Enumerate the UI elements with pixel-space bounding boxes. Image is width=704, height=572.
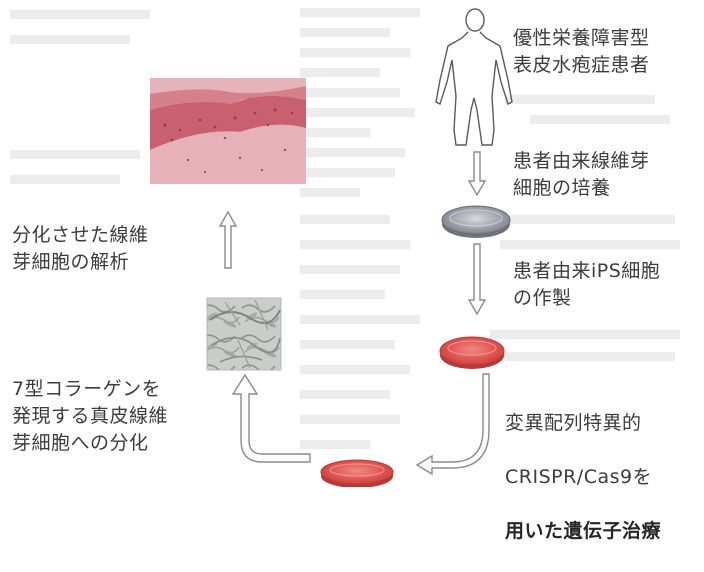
arrow-fibroblasts-to-tissue [220,212,236,268]
arrow-patient-to-culture [469,152,485,195]
edited-petri-dish-icon [321,460,393,487]
culture-petri-dish-icon [442,206,510,238]
label-fibroblast-culture: 患者由来線維芽 細胞の培養 [513,148,650,202]
label-patient: 優性栄養障害型 表皮水疱症患者 [513,25,650,79]
human-figure-icon [436,9,512,145]
arrow-edited-to-fibroblasts [233,375,310,462]
ips-petri-dish-icon [440,337,504,369]
label-fibroblast-analysis: 分化させた線維 芽細胞の解析 [12,222,149,276]
skin-tissue-section-image [150,78,306,184]
label-gene-therapy-line1: 変異配列特異的 [505,410,661,437]
label-differentiation: 7型コラーゲンを 発現する真皮線維 芽細胞への分化 [12,376,168,457]
label-gene-therapy-line3: 用いた遺伝子治療 [505,518,661,545]
label-gene-therapy: 変異配列特異的 CRISPR/Cas9を 用いた遺伝子治療 [505,383,661,572]
fibroblast-micrograph [207,298,281,370]
arrow-ips-to-edited [417,374,489,474]
label-ips-generation: 患者由来iPS細胞 の作製 [513,258,660,312]
arrow-culture-to-ips [469,244,485,314]
